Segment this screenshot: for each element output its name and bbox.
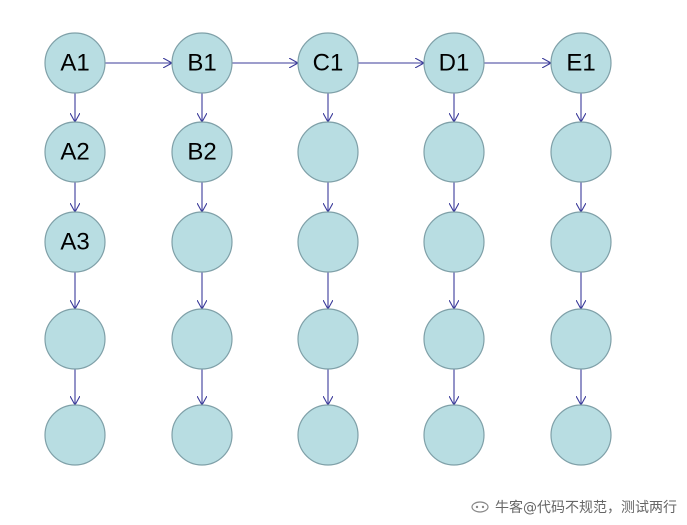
node: E1 [550, 32, 612, 94]
node-circle [44, 211, 106, 273]
node: A3 [44, 211, 106, 273]
node [550, 308, 612, 370]
node-circle [297, 404, 359, 466]
node: B2 [171, 121, 233, 183]
node-circle [297, 308, 359, 370]
node-label: B1 [187, 49, 216, 76]
node-circle [297, 211, 359, 273]
node [297, 211, 359, 273]
node: C1 [297, 32, 359, 94]
edges-layer [75, 63, 581, 405]
node [297, 308, 359, 370]
node [423, 211, 485, 273]
node-circle [550, 32, 612, 94]
node-circle [423, 32, 485, 94]
node-circle [297, 32, 359, 94]
node-circle [423, 308, 485, 370]
node [423, 404, 485, 466]
node [171, 211, 233, 273]
node-label: A3 [60, 228, 89, 255]
node-label: A1 [60, 49, 89, 76]
node-circle [171, 308, 233, 370]
node [423, 308, 485, 370]
node [550, 121, 612, 183]
node [297, 404, 359, 466]
watermark-text: 牛客@代码不规范，测试两行 [495, 500, 677, 516]
node: A2 [44, 121, 106, 183]
node [44, 308, 106, 370]
node [171, 404, 233, 466]
node [297, 121, 359, 183]
node-label: B2 [187, 138, 216, 165]
node-circle [550, 404, 612, 466]
node-circle [44, 404, 106, 466]
node-circle [423, 211, 485, 273]
node [423, 121, 485, 183]
node-circle [171, 404, 233, 466]
node: B1 [171, 32, 233, 94]
node-circle [550, 211, 612, 273]
watermark: 牛客@代码不规范，测试两行 [470, 497, 677, 517]
node [44, 404, 106, 466]
node-circle [423, 121, 485, 183]
node: A1 [44, 32, 106, 94]
node-circle [423, 404, 485, 466]
node-label: E1 [566, 49, 595, 76]
node-label: A2 [60, 138, 89, 165]
node-circle [44, 32, 106, 94]
node-circle [171, 121, 233, 183]
node-circle [44, 308, 106, 370]
node [171, 308, 233, 370]
node-label: C1 [313, 49, 344, 76]
logo-icon [470, 500, 490, 514]
node [550, 211, 612, 273]
node: D1 [423, 32, 485, 94]
node-circle [44, 121, 106, 183]
node-circle [297, 121, 359, 183]
node-label: D1 [439, 49, 470, 76]
node-circle [171, 211, 233, 273]
node-circle [550, 121, 612, 183]
node-circle [171, 32, 233, 94]
node-circle [550, 308, 612, 370]
node [550, 404, 612, 466]
